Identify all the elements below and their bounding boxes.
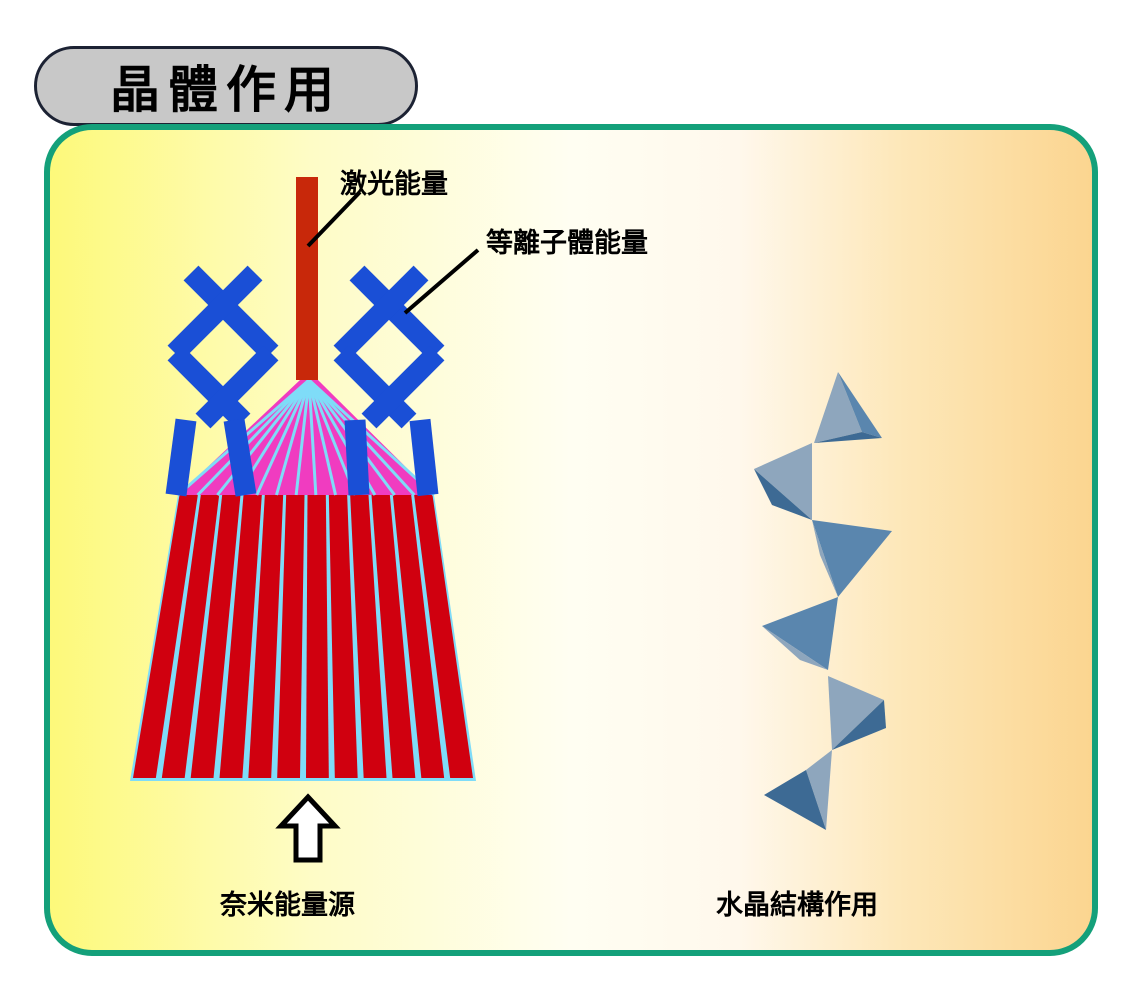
broom-stripe	[414, 495, 473, 778]
fan-ray	[275, 379, 311, 496]
fan-ray	[307, 379, 318, 496]
crystal-structure	[754, 372, 892, 830]
broom-stripe	[371, 495, 416, 778]
plasma-energy-label: 等離子體能量	[486, 228, 648, 259]
laser-energy-label: 激光能量	[340, 169, 448, 200]
fan-ray	[307, 378, 436, 497]
fan-ray	[255, 379, 311, 496]
fan-ray	[294, 379, 311, 496]
laser-pointer-line	[306, 190, 362, 248]
broom-stripe	[219, 495, 262, 778]
broom-stripe	[328, 495, 358, 778]
plasma-structure-right	[333, 265, 445, 497]
broom-stripe	[248, 495, 284, 778]
nano-energy-source-label: 奈米能量源	[220, 890, 355, 921]
fan-ray	[307, 379, 338, 496]
broom-stripe	[392, 495, 445, 778]
nano-broom	[130, 495, 476, 781]
plasma-structure-left	[165, 265, 279, 497]
broom-stripe	[161, 495, 220, 778]
broom-stripe	[133, 495, 198, 778]
broom-stripe	[190, 495, 241, 778]
laser-rod	[296, 177, 318, 380]
broom-stripes	[133, 495, 473, 778]
title-tab: 晶體作用	[34, 46, 418, 126]
fan-ray	[196, 378, 311, 497]
broom-stripe	[350, 495, 387, 778]
broom-stripe	[277, 495, 305, 778]
up-arrow-icon	[275, 793, 341, 863]
crystal-structure-label: 水晶結構作用	[716, 890, 878, 921]
plasma-pointer-line	[403, 248, 480, 315]
broom-stripe	[306, 495, 329, 778]
page-title: 晶體作用	[110, 61, 342, 119]
